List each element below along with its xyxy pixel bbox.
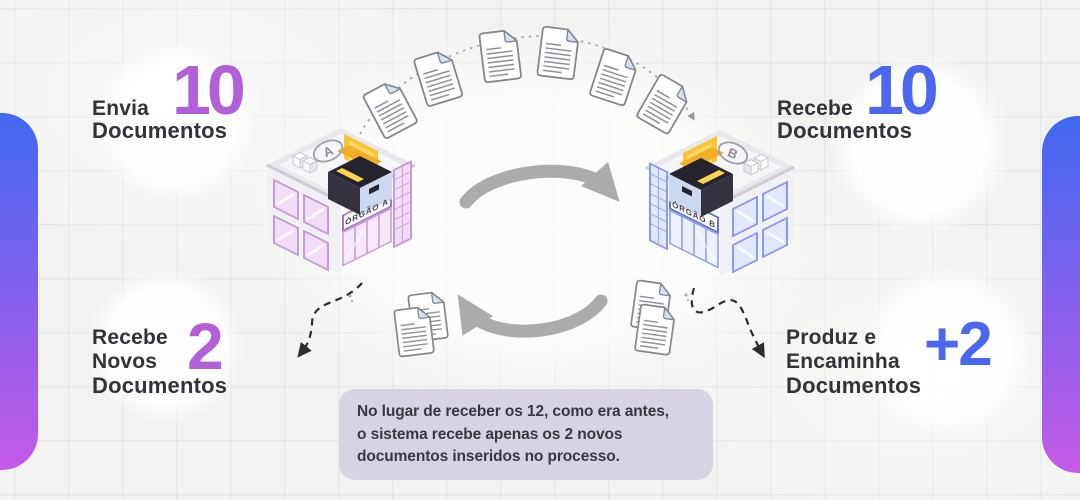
- right-gradient-pill: [1042, 116, 1080, 473]
- bottom-left-halo: [88, 268, 243, 423]
- novos-count: 2: [187, 309, 224, 383]
- bottom-right-halo: [862, 268, 1032, 438]
- envia-documentos-badge: 10 Envia Documentos: [92, 55, 332, 154]
- produz-label-1: Produz e: [786, 326, 877, 349]
- left-gradient-pill: [0, 113, 38, 470]
- dashed-arrow-right: [690, 287, 765, 359]
- building-base-dots: [348, 293, 690, 303]
- building-orgao-b: B ÓRGÃO B: [645, 128, 795, 278]
- cycle-arrow-top: [459, 161, 620, 209]
- document-icon: [635, 72, 694, 136]
- building-orgao-a: A ÓRGÃO A: [266, 126, 416, 276]
- recebe-novos-badge: 2 Recebe Novos Documentos: [92, 313, 332, 410]
- recebe-documentos-badge: 10 Recebe Documentos: [777, 55, 1017, 154]
- envia-count: 10: [172, 51, 246, 129]
- new-documents-pair-right: [629, 279, 677, 356]
- envia-label: Envia: [92, 97, 150, 120]
- caption-bubble: No lugar de receber os 12, como era ante…: [339, 389, 713, 480]
- document-icon: [588, 47, 641, 107]
- document-icon: [633, 303, 677, 356]
- recebe-novos-label-1: Recebe: [92, 326, 168, 349]
- caption-line: No lugar de receber os 12, como era ante…: [357, 403, 669, 420]
- produz-sublabel: Documentos: [786, 373, 922, 398]
- produz-label-2: Encaminha: [786, 350, 900, 373]
- caption-line: documentos inseridos no processo.: [357, 448, 620, 465]
- recebe-sublabel: Documentos: [777, 118, 913, 143]
- document-arc: [361, 25, 694, 140]
- document-icon: [361, 77, 419, 140]
- top-right-halo: [830, 55, 1010, 235]
- envia-sublabel: Documentos: [92, 118, 228, 143]
- recebe-count: 10: [865, 51, 939, 129]
- recebe-label: Recebe: [777, 97, 853, 120]
- recebe-novos-label-2: Novos: [92, 350, 158, 373]
- document-icon: [412, 48, 464, 108]
- cycle-arrow-bottom: [457, 294, 608, 338]
- caption-line: o sistema recebe apenas os 2 novos: [357, 425, 623, 443]
- dashed-arrow-left: [297, 282, 363, 358]
- produz-count: +2: [924, 310, 993, 379]
- new-documents-pair-left: [393, 290, 449, 358]
- top-left-halo: [95, 42, 255, 202]
- recebe-novos-sublabel: Documentos: [92, 373, 228, 398]
- produz-encaminha-badge: +2 Produz e Encaminha Documentos: [786, 313, 1026, 410]
- document-icon: [536, 25, 581, 81]
